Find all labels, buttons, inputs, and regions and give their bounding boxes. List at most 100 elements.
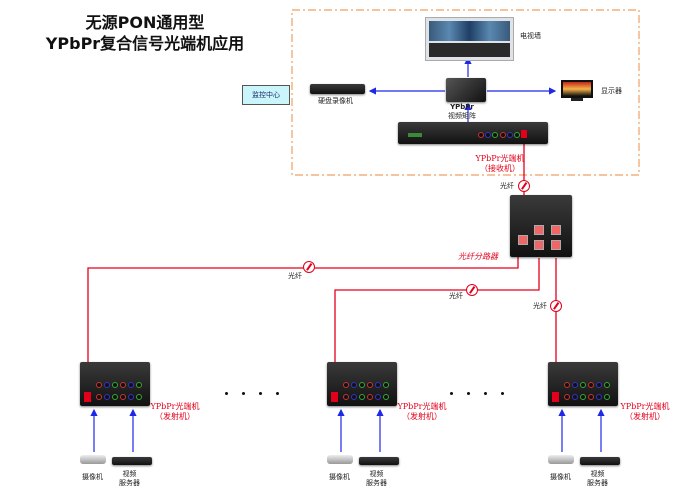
receiver-terminal: [408, 133, 422, 137]
camera-label: 摄像机: [82, 473, 103, 481]
transmitter-label-2: YPbPr光端机 （发射机）: [392, 402, 452, 422]
splitter-to-tx2-fiber: [334, 258, 540, 392]
component-port: [572, 394, 578, 400]
component-port: [128, 394, 134, 400]
display-stand: [571, 98, 583, 101]
splitter-label: 光纤分路器: [458, 252, 498, 261]
fiber-link-icon: [518, 180, 530, 192]
receiver-port: [500, 132, 506, 138]
ellipsis-dot: [225, 392, 228, 395]
receiver-port: [507, 132, 513, 138]
ellipsis-dot: [259, 392, 262, 395]
camera-label: 摄像机: [329, 473, 350, 481]
matrix-label: YPbPr 视频矩阵: [448, 103, 476, 121]
tv-wall: [425, 17, 514, 61]
video-server-label: 视频 服务器: [119, 470, 140, 488]
ellipsis-dot: [467, 392, 470, 395]
ellipsis-dot: [242, 392, 245, 395]
transmitter-label-line2: （发射机）: [155, 412, 195, 421]
ellipsis-dot: [276, 392, 279, 395]
transmitter-label-3: YPbPr光端机 （发射机）: [615, 402, 675, 422]
video-server-label: 视频 服务器: [366, 470, 387, 488]
ellipsis-dot: [484, 392, 487, 395]
component-port: [580, 394, 586, 400]
component-port: [596, 394, 602, 400]
transmitter-device-3: [548, 362, 618, 406]
transmitter-device-1: [80, 362, 150, 406]
ellipsis-more-transmitters: [450, 392, 504, 395]
tv-wall-cabinet: [429, 43, 510, 57]
component-port: [136, 382, 142, 388]
tv-wall-label: 电视墙: [520, 32, 541, 40]
title-line-1: 无源PON通用型: [85, 13, 205, 32]
component-port: [104, 394, 110, 400]
display-monitor: [561, 80, 593, 98]
component-port: [564, 394, 570, 400]
component-port: [367, 382, 373, 388]
dvr-label: 硬盘录像机: [318, 97, 353, 105]
video-matrix-device: [446, 78, 486, 102]
server-label-line1: 视频: [369, 470, 384, 478]
transmitter-label-line1: YPbPr光端机: [620, 402, 670, 411]
transmitter-label-line2: （发射机）: [625, 412, 665, 421]
server-label-line2: 服务器: [119, 479, 140, 487]
fiber-label: 光纤: [533, 302, 547, 310]
fiber-label: 光纤: [500, 182, 514, 190]
component-port: [136, 394, 142, 400]
transmitter-label-line1: YPbPr光端机: [397, 402, 447, 411]
fiber-label: 光纤: [288, 272, 302, 280]
component-port: [120, 382, 126, 388]
component-port: [596, 382, 602, 388]
server-label-line1: 视频: [590, 470, 605, 478]
fiber-splitter-device: [510, 195, 572, 257]
receiver-label: YPbPr光端机 （接收机）: [465, 154, 535, 174]
camera-icon: [80, 455, 106, 464]
video-server-icon: [580, 457, 620, 465]
matrix-label-line1: YPbPr: [450, 103, 474, 111]
video-server-icon: [112, 457, 152, 465]
splitter-port: [518, 235, 528, 245]
fiber-link-icon: [466, 284, 478, 296]
component-port: [604, 382, 610, 388]
component-port: [375, 394, 381, 400]
splitter-port: [551, 225, 561, 235]
receiver-fiber-port: [521, 130, 527, 138]
tx-fiber-port: [552, 392, 559, 402]
component-port: [564, 382, 570, 388]
transmitter-label-line2: （发射机）: [402, 412, 442, 421]
camera-label: 摄像机: [550, 473, 571, 481]
component-port: [112, 394, 118, 400]
server-label-line1: 视频: [122, 470, 137, 478]
dvr-device: [310, 84, 365, 94]
component-port: [359, 394, 365, 400]
fiber-link-icon: [303, 261, 315, 273]
display-label: 显示器: [601, 87, 622, 95]
receiver-port: [492, 132, 498, 138]
component-port: [120, 394, 126, 400]
component-port: [383, 394, 389, 400]
fiber-link-icon: [550, 300, 562, 312]
splitter-port: [551, 240, 561, 250]
receiver-label-line1: YPbPr光端机: [475, 154, 525, 163]
component-port: [351, 382, 357, 388]
video-server-label: 视频 服务器: [587, 470, 608, 488]
component-port: [580, 382, 586, 388]
component-port: [96, 382, 102, 388]
tx-fiber-port: [84, 392, 91, 402]
title-line-2: YPbPr复合信号光端机应用: [45, 34, 245, 53]
component-port: [367, 394, 373, 400]
receiver-label-line2: （接收机）: [480, 164, 520, 173]
component-port: [588, 382, 594, 388]
receiver-port: [514, 132, 520, 138]
transmitter-label-1: YPbPr光端机 （发射机）: [145, 402, 205, 422]
ellipsis-dot: [450, 392, 453, 395]
component-port: [96, 394, 102, 400]
ellipsis-more-transmitters: [225, 392, 279, 395]
component-port: [351, 394, 357, 400]
component-port: [375, 382, 381, 388]
monitor-center-label: 监控中心: [252, 91, 280, 99]
component-port: [343, 382, 349, 388]
server-label-line2: 服务器: [587, 479, 608, 487]
component-port: [359, 382, 365, 388]
